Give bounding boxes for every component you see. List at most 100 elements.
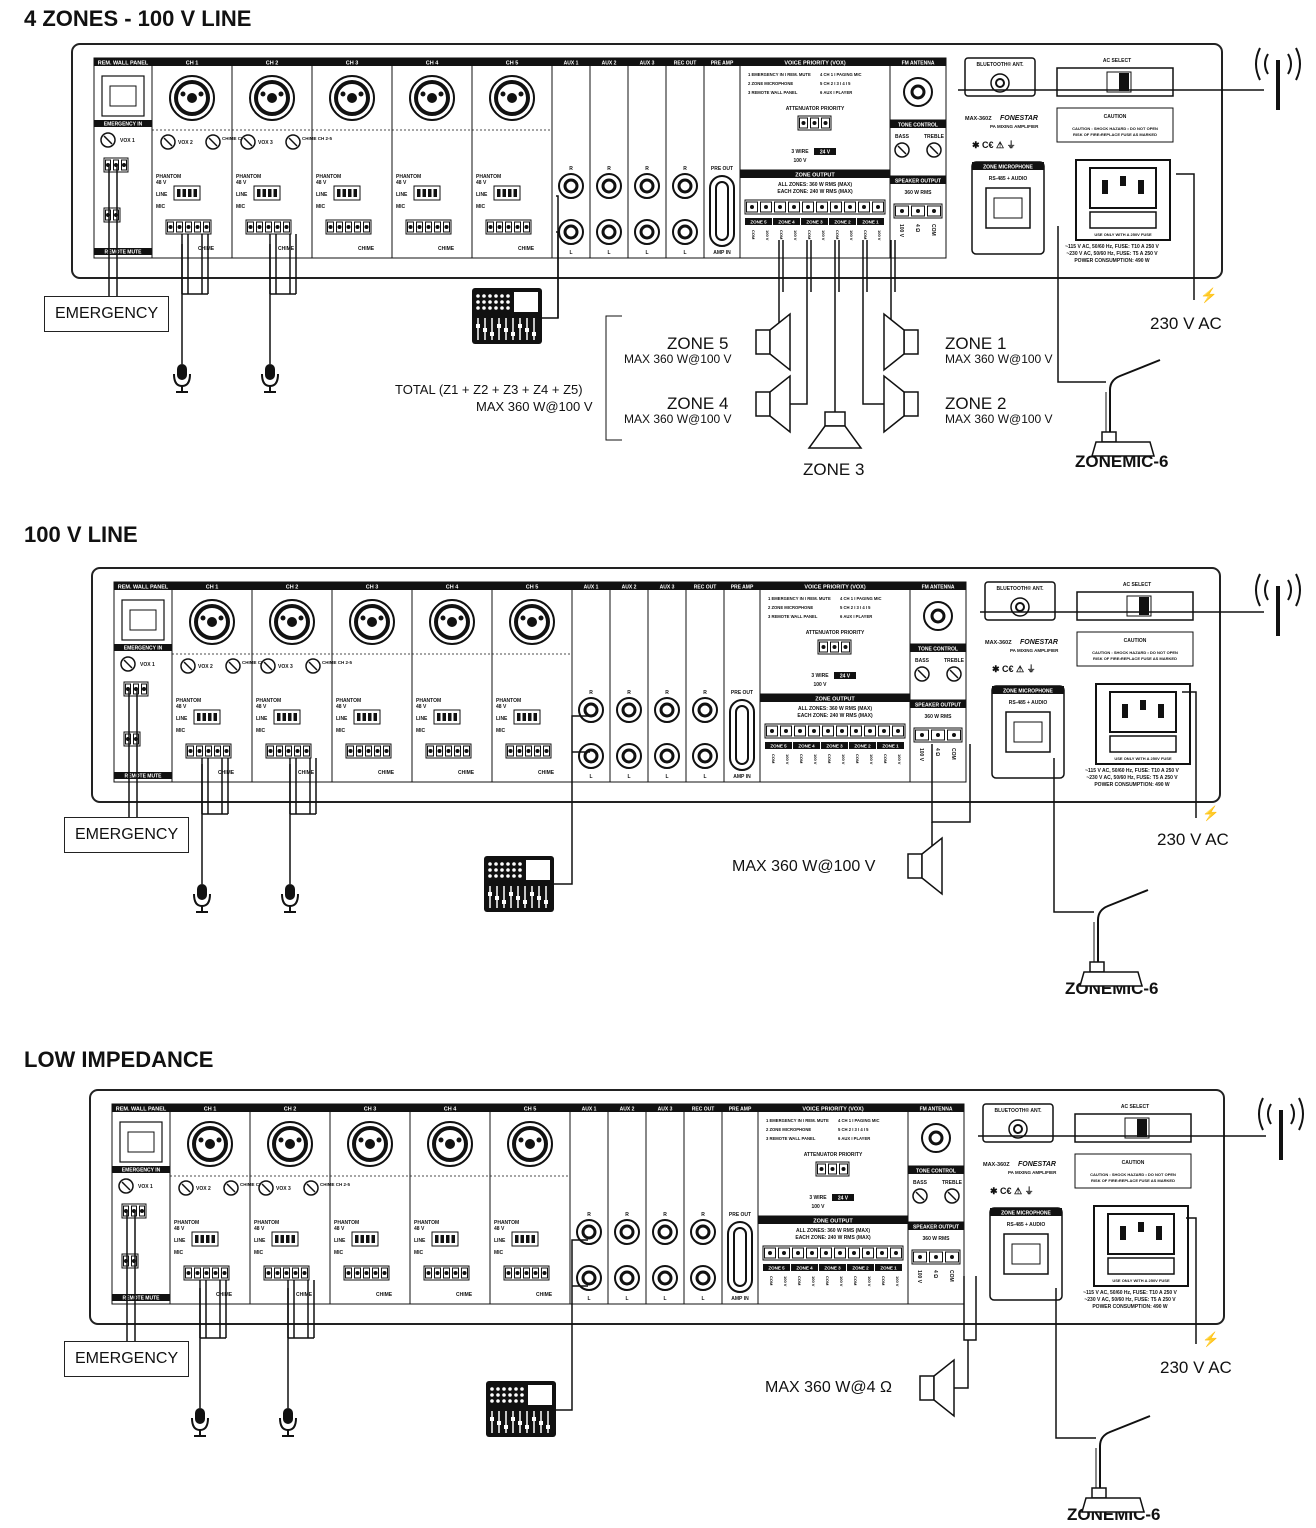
panel-text: PRE AMP — [729, 1107, 752, 1113]
panel-text: 100 V — [849, 230, 854, 241]
panel-text: ZONE 3 — [806, 220, 823, 225]
panel-text: AUX 3 — [660, 585, 675, 591]
panel-text: 1 EMERGENCY IN I REM. MUTE — [748, 72, 811, 77]
panel-text: ~115 V AC, 50/60 Hz, FUSE: T10 A 250 V — [1065, 244, 1159, 250]
panel-text: VOX 1 — [140, 662, 155, 668]
wire — [605, 315, 622, 441]
panel-text: LINE — [174, 1238, 186, 1244]
panel-text: REMOTE MUTE — [125, 774, 163, 780]
panel-text: PRE OUT — [731, 690, 753, 696]
panel-text: L — [589, 774, 592, 780]
panel-text: ZONE 1 — [882, 744, 899, 749]
panel-text: ZONE MICROPHONE — [1001, 1211, 1051, 1217]
panel-text: PRE AMP — [731, 585, 754, 591]
panel-text: ZONE 3 — [824, 1266, 841, 1271]
panel-text: 48 V — [316, 180, 327, 186]
panel-text: AC SELECT — [1123, 582, 1151, 588]
panel-text: MIC — [156, 204, 166, 210]
panel-text: CH 4 — [426, 61, 439, 67]
panel-text: 48 V — [176, 704, 187, 710]
panel-text: R — [701, 1212, 705, 1218]
panel-text: MIC — [416, 728, 426, 734]
panel-text: SPEAKER OUTPUT — [913, 1225, 959, 1231]
panel-text: ZONE MICROPHONE — [983, 165, 1033, 171]
panel-text: 100 V — [867, 1276, 872, 1287]
mixer-icon — [486, 1381, 556, 1437]
panel-text: ZONE 1 — [880, 1266, 897, 1271]
panel-text: ZONE 3 — [826, 744, 843, 749]
panel-text: POWER CONSUMPTION: 490 W — [1074, 258, 1150, 264]
panel-text: MIC — [336, 728, 346, 734]
panel-text: FONESTAR — [1020, 639, 1058, 646]
panel-text: 100 V — [793, 158, 807, 164]
panel-text: MIC — [256, 728, 266, 734]
panel-text: MIC — [396, 204, 406, 210]
panel-text: VOX 1 — [138, 1184, 153, 1190]
zone1-label: ZONE 1 — [945, 334, 1007, 353]
panel-text: FM ANTENNA — [920, 1107, 953, 1113]
panel-text: 48 V — [496, 704, 507, 710]
panel-text: PHANTOM — [336, 698, 361, 704]
panel-text: CH 2 — [284, 1107, 297, 1113]
panel-text: POWER CONSUMPTION: 490 W — [1094, 782, 1170, 788]
panel-text: MIC — [476, 204, 486, 210]
panel-text: LINE — [254, 1238, 266, 1244]
microphone-icon — [191, 1408, 209, 1437]
panel-text: CHIME CH 1 — [240, 1182, 266, 1187]
panel-text: VOX 3 — [278, 664, 293, 670]
panel-text: 2 ZONE MICROPHONE — [748, 81, 793, 86]
panel-text: ~115 V AC, 50/60 Hz, FUSE: T10 A 250 V — [1085, 768, 1179, 774]
ac-label-2: 230 V AC — [1157, 830, 1229, 849]
panel-text: CHIME — [458, 770, 475, 776]
panel-text: 48 V — [336, 704, 347, 710]
section-title-4zones: 4 ZONES - 100 V LINE — [24, 6, 252, 31]
panel-text: COM — [807, 230, 812, 240]
panel-text: L — [607, 250, 610, 256]
panel-text: 3 WIRE — [791, 149, 809, 155]
panel-text: CHIME — [518, 246, 535, 252]
panel-text: REM. WALL PANEL — [116, 1107, 167, 1113]
panel-text: AMP IN — [713, 250, 731, 256]
panel-text: VOICE PRIORITY (VOX) — [802, 1107, 863, 1113]
wire — [931, 744, 971, 823]
panel-text: BASS — [915, 658, 930, 664]
panel-text: 6 AUX I PLAYER — [840, 614, 872, 619]
panel-text: ZONE 4 — [796, 1266, 813, 1271]
panel-text: 1 EMERGENCY IN I REM. MUTE — [766, 1118, 829, 1123]
panel-text: MAX-360Z — [983, 1162, 1010, 1168]
panel-text: COM — [797, 1276, 802, 1286]
panel-text: VOX 1 — [120, 138, 135, 144]
panel-text: ZONE OUTPUT — [813, 1219, 853, 1225]
panel-text: 48 V — [236, 180, 247, 186]
panel-text: RS-485 + AUDIO — [1007, 1222, 1046, 1228]
ac-label-3: 230 V AC — [1160, 1358, 1232, 1377]
mixer-icon — [484, 856, 554, 912]
panel-text: ZONE MICROPHONE — [1003, 689, 1053, 695]
antenna-icon — [1255, 47, 1301, 110]
zonemic-icon — [1081, 1415, 1151, 1513]
panel-text: R — [627, 690, 631, 696]
panel-text: LINE — [476, 192, 488, 198]
panel-text: PHANTOM — [396, 174, 421, 180]
panel-text: 100 V — [793, 230, 798, 241]
panel-text: CH 1 — [206, 585, 219, 591]
section-title-lowimp: LOW IMPEDANCE — [24, 1047, 214, 1072]
panel-text: ~230 V AC, 50/60 Hz, FUSE: T5 A 250 V — [1066, 251, 1158, 257]
speaker-icon — [883, 374, 919, 434]
panel-text: L — [625, 1296, 628, 1302]
panel-text: 2 ZONE MICROPHONE — [766, 1127, 811, 1132]
panel-text: REC OUT — [694, 585, 717, 591]
zone5-label: ZONE 5 — [667, 334, 729, 353]
panel-text: CHIME — [198, 246, 215, 252]
panel-text: RS-485 + AUDIO — [989, 176, 1028, 182]
panel-text: R — [625, 1212, 629, 1218]
panel-text: EMERGENCY IN — [104, 122, 143, 128]
panel-text: LINE — [156, 192, 168, 198]
panel-text: 100 V — [783, 1276, 788, 1287]
panel-text: USE ONLY WITH A 250V FUSE — [1112, 1278, 1170, 1283]
panel-text: LINE — [256, 716, 268, 722]
panel-text: PHANTOM — [174, 1220, 199, 1226]
panel-text: ZONE 2 — [834, 220, 851, 225]
panel-text: 100 V — [897, 754, 902, 765]
panel-text: AUX 1 — [582, 1107, 597, 1113]
